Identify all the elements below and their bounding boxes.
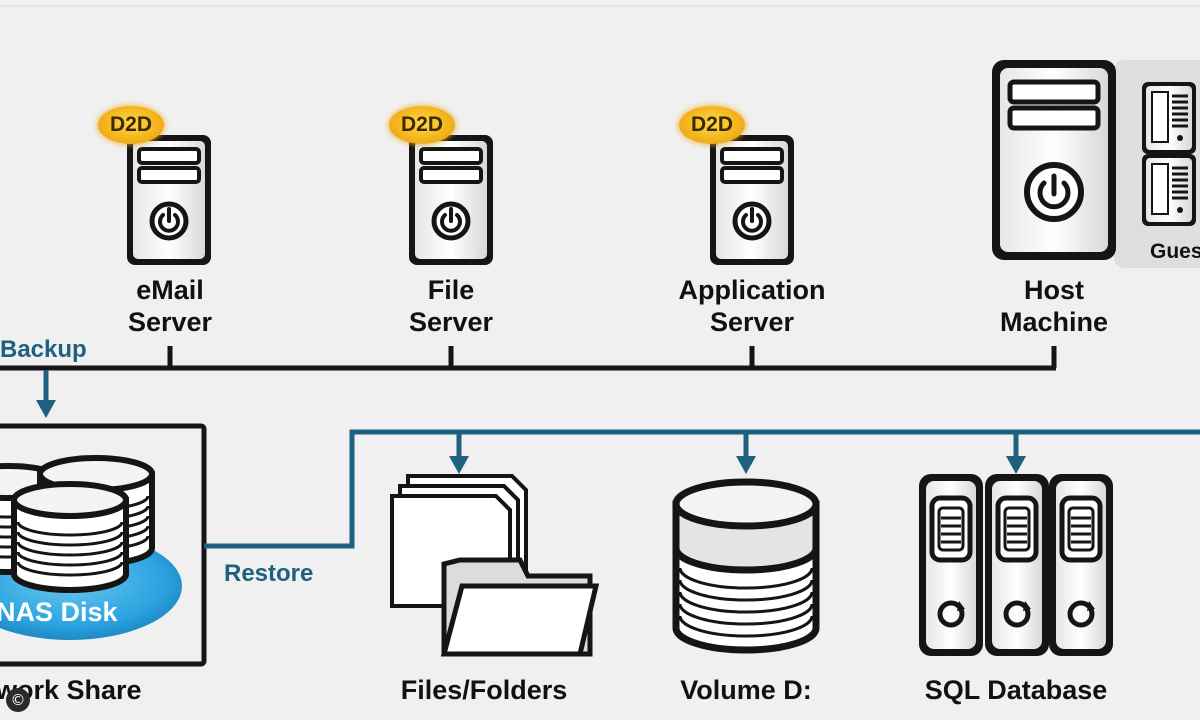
files-folders-label: Files/Folders xyxy=(400,675,568,705)
d2d-badge: D2D xyxy=(389,106,455,144)
guest-label: Gues xyxy=(1150,240,1200,263)
volume-icon xyxy=(672,478,820,654)
nas-disk-label: NAS Disk xyxy=(0,597,118,627)
sql-database-icon xyxy=(919,474,1113,656)
restore-bus xyxy=(204,429,1200,549)
guest-vm-icon xyxy=(1140,152,1198,228)
d2d-badge: D2D xyxy=(679,106,745,144)
email-server-icon xyxy=(127,135,211,265)
guest-vm-icon xyxy=(1140,80,1198,156)
files-folders-icon xyxy=(390,474,600,657)
guest-vm-panel xyxy=(1114,60,1200,268)
copyright-icon: © xyxy=(6,688,30,712)
host-machine-icon xyxy=(992,60,1116,260)
restore-label: Restore xyxy=(224,560,314,587)
backup-label: Backup xyxy=(0,336,87,363)
nas-box xyxy=(0,423,207,667)
backup-bus xyxy=(0,346,1057,371)
sql-database-label: SQL Database xyxy=(924,675,1108,705)
volume-label: Volume D: xyxy=(680,675,812,705)
application-server-icon xyxy=(710,135,794,265)
file-server-icon xyxy=(409,135,493,265)
backup-arrow xyxy=(36,370,56,418)
d2d-badge: D2D xyxy=(98,106,164,144)
